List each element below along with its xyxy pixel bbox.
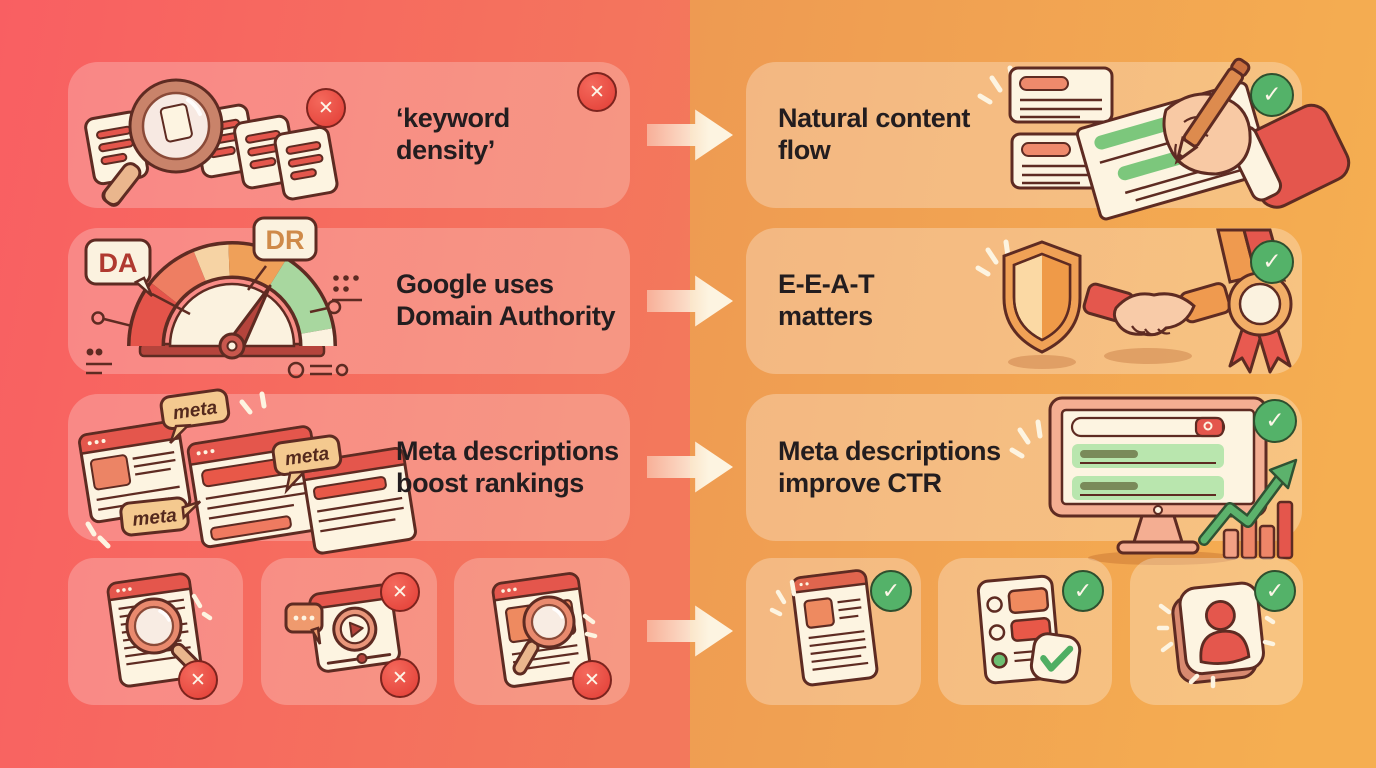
cross-glyph: ✕ <box>589 81 605 103</box>
profile-card-approved-icon <box>1156 581 1276 689</box>
text-line: Domain Authority <box>396 301 616 331</box>
pen <box>1174 57 1251 165</box>
meta-tag: meta <box>271 434 343 495</box>
growth-arrow <box>1198 458 1298 546</box>
handshake-icon <box>1082 282 1232 337</box>
meta-tag-browser-windows-icon: meta meta meta <box>78 388 417 555</box>
check-glyph: ✓ <box>1073 578 1093 604</box>
sparkle-icon <box>85 391 267 549</box>
text-line: Meta descriptions <box>396 435 619 466</box>
text-line: ‘keyword <box>396 103 510 134</box>
check-badge: ✓ <box>1250 240 1294 284</box>
text-line: Natural content <box>778 103 971 134</box>
meta-tag: meta <box>159 388 231 444</box>
svg-text:DR: DR <box>266 225 305 255</box>
fact-card-meta-improve-ctr: ✓ Meta descriptions improve CTR <box>746 394 1302 565</box>
cross-badge: ✕ <box>380 658 420 698</box>
cross-glyph: ✕ <box>190 669 206 691</box>
text-line: Meta descriptions <box>778 435 1001 466</box>
fact-small-card-article: ✓ <box>746 558 921 705</box>
text-line: density’ <box>396 135 495 165</box>
cross-badge: ✕ <box>306 88 346 128</box>
text-line: matters <box>778 301 873 331</box>
video-player-crossed-icon <box>284 583 401 673</box>
myth-small-card-video-content: ✕ ✕ <box>261 558 437 705</box>
dots-decor-right <box>287 275 362 379</box>
gauge <box>127 241 337 360</box>
sparkle-icon <box>977 65 1016 105</box>
shield-icon <box>1002 240 1082 354</box>
cross-glyph: ✕ <box>392 667 408 689</box>
cross-badge: ✕ <box>572 660 612 700</box>
webpage-magnifier-crossed-icon <box>106 572 213 688</box>
myth-card-domain-authority: DA DR <box>68 216 630 379</box>
check-glyph: ✓ <box>881 578 901 604</box>
check-badge: ✓ <box>1250 73 1294 117</box>
sparkle-icon <box>1009 419 1043 459</box>
fact-small-card-profile: ✓ <box>1130 558 1303 705</box>
da-dr-gauge-icon: DA DR <box>84 216 362 379</box>
svg-text:meta: meta <box>131 505 178 531</box>
da-bubble: DA <box>84 238 191 316</box>
cross-glyph: ✕ <box>584 669 600 691</box>
serp-monitor-growth-chart-icon <box>1009 396 1298 565</box>
browser-window <box>78 419 192 524</box>
article-document-approved-icon <box>769 569 879 687</box>
magnifying-glass <box>512 595 576 676</box>
text-line: improve CTR <box>778 467 942 498</box>
fact-small-card-checklist: ✓ <box>938 558 1112 705</box>
myth-text-meta-boost-rankings: Meta descriptions boost rankings <box>396 394 619 541</box>
shield-handshake-medal-icon <box>975 228 1293 374</box>
speech-bubble-icon <box>284 602 324 645</box>
dr-bubble: DR <box>247 216 318 291</box>
text-line: Google uses <box>396 269 554 300</box>
magnifying-glass <box>101 78 224 207</box>
myth-text-keyword-density: ‘keyword density’ <box>396 62 510 208</box>
myth-small-card-image-search: ✕ <box>454 558 630 705</box>
sparkle-icon <box>582 613 598 639</box>
check-badge: ✓ <box>1062 570 1104 612</box>
fact-card-natural-content-flow: ✓ Natural content flow <box>746 57 1351 221</box>
browser-image-magnifier-crossed-icon <box>491 572 598 688</box>
text-line: boost rankings <box>396 467 584 498</box>
hand-writing-content-icon <box>977 57 1351 221</box>
check-glyph: ✓ <box>1265 578 1285 604</box>
cross-glyph: ✕ <box>392 581 408 603</box>
check-glyph: ✓ <box>1265 408 1285 434</box>
check-badge: ✓ <box>1253 399 1297 443</box>
cross-glyph: ✕ <box>318 97 334 119</box>
meta-tag: meta <box>119 496 202 537</box>
fact-text-natural-content-flow: Natural content flow <box>778 62 970 208</box>
magnifier-over-documents-icon <box>84 78 339 207</box>
myth-small-card-webpage-search: ✕ <box>68 558 243 705</box>
check-glyph: ✓ <box>1262 82 1282 108</box>
cross-badge: ✕ <box>178 660 218 700</box>
monitor <box>1048 396 1268 555</box>
myth-card-meta-boost-rankings: meta meta meta Meta descript <box>68 388 630 555</box>
check-badge: ✓ <box>1254 570 1296 612</box>
checklist-approved-icon <box>976 574 1082 685</box>
bar-chart <box>1222 500 1294 560</box>
sparkle-icon <box>1156 603 1276 689</box>
fact-text-meta-improve-ctr: Meta descriptions improve CTR <box>778 394 1001 541</box>
text-line: E-E-A-T <box>778 269 875 300</box>
sparkle-icon <box>769 579 797 617</box>
browser-window <box>301 447 417 555</box>
dots-decor-left <box>86 311 133 375</box>
check-glyph: ✓ <box>1262 249 1282 275</box>
check-badge: ✓ <box>870 570 912 612</box>
check-shield <box>1029 632 1082 684</box>
text-line: flow <box>778 135 831 165</box>
fact-card-eeat-matters: ✓ E-E-A-T matters <box>746 228 1302 374</box>
cross-badge-corner: ✕ <box>577 72 617 112</box>
fact-text-eeat-matters: E-E-A-T matters <box>778 228 875 374</box>
cross-badge: ✕ <box>380 572 420 612</box>
myth-text-domain-authority: Google uses Domain Authority <box>396 228 615 374</box>
myth-card-keyword-density: ✕ ✕ ‘keyword density’ <box>68 62 630 208</box>
sparkle-icon <box>191 593 213 621</box>
svg-text:DA: DA <box>99 248 138 278</box>
